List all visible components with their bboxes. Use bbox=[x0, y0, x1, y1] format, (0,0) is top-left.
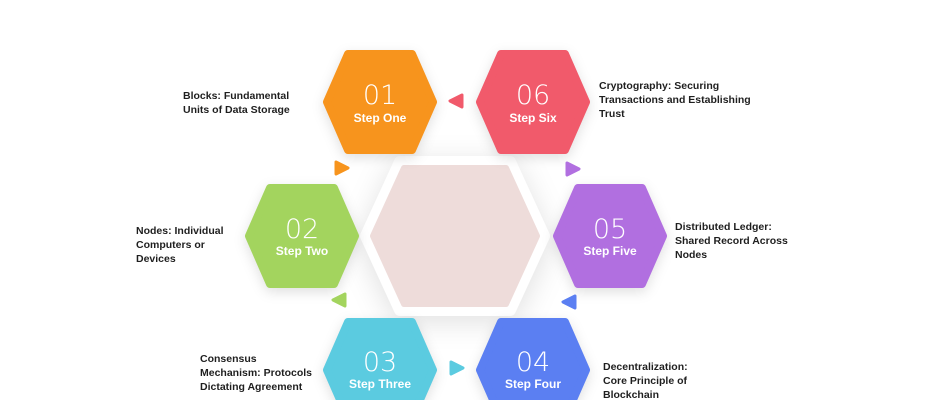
step-06-label: Step Six bbox=[509, 111, 557, 125]
step-04-label: Step Four bbox=[505, 377, 561, 391]
step-05-number: 05 bbox=[593, 214, 627, 245]
arrow-04-to-05-icon bbox=[561, 294, 577, 310]
step-01-description: Blocks: Fundamental Units of Data Storag… bbox=[183, 90, 290, 116]
arrow-05-to-06-icon bbox=[565, 161, 581, 177]
step-01-label: Step One bbox=[354, 111, 407, 125]
step-05-description: Distributed Ledger: Shared Record Across… bbox=[675, 221, 788, 261]
step-02-hexagon-shape bbox=[245, 184, 359, 288]
arrow-01-to-02-icon bbox=[334, 160, 350, 176]
step-06-hexagon-shape bbox=[476, 50, 590, 154]
center-hexagon-fill bbox=[370, 165, 540, 307]
step-01-hexagon-shape bbox=[323, 50, 437, 154]
step-06-number: 06 bbox=[516, 80, 550, 111]
step-02-hexagon: 02 Step Two bbox=[245, 184, 359, 288]
step-04-hexagon-shape bbox=[476, 318, 590, 400]
step-06-hexagon: 06 Step Six bbox=[476, 50, 590, 154]
step-01-number: 01 bbox=[363, 80, 397, 111]
step-05-label: Step Five bbox=[583, 244, 637, 258]
step-03-label: Step Three bbox=[349, 377, 411, 391]
arrow-03-to-04-icon bbox=[449, 360, 465, 376]
center-hexagon bbox=[360, 156, 550, 316]
step-03-hexagon: 03 Step Three bbox=[323, 318, 437, 400]
step-03-hexagon-shape bbox=[323, 318, 437, 400]
step-03-description: Consensus Mechanism: Protocols Dictating… bbox=[200, 353, 313, 393]
arrow-02-to-03-icon bbox=[331, 292, 347, 308]
arrow-06-to-01-icon bbox=[448, 93, 464, 109]
step-06-description: Cryptography: Securing Transactions and … bbox=[599, 80, 751, 120]
step-04-description: Decentralization: Core Principle of Bloc… bbox=[603, 361, 688, 401]
step-02-number: 02 bbox=[285, 214, 319, 245]
step-05-hexagon-shape bbox=[553, 184, 667, 288]
step-05-hexagon: 05 Step Five bbox=[553, 184, 667, 288]
step-02-label: Step Two bbox=[276, 244, 328, 258]
step-02-description: Nodes: Individual Computers or Devices bbox=[136, 225, 224, 265]
step-03-number: 03 bbox=[363, 347, 397, 378]
step-01-hexagon: 01 Step One bbox=[323, 50, 437, 154]
step-04-number: 04 bbox=[516, 347, 550, 378]
step-04-hexagon: 04 Step Four bbox=[476, 318, 590, 400]
